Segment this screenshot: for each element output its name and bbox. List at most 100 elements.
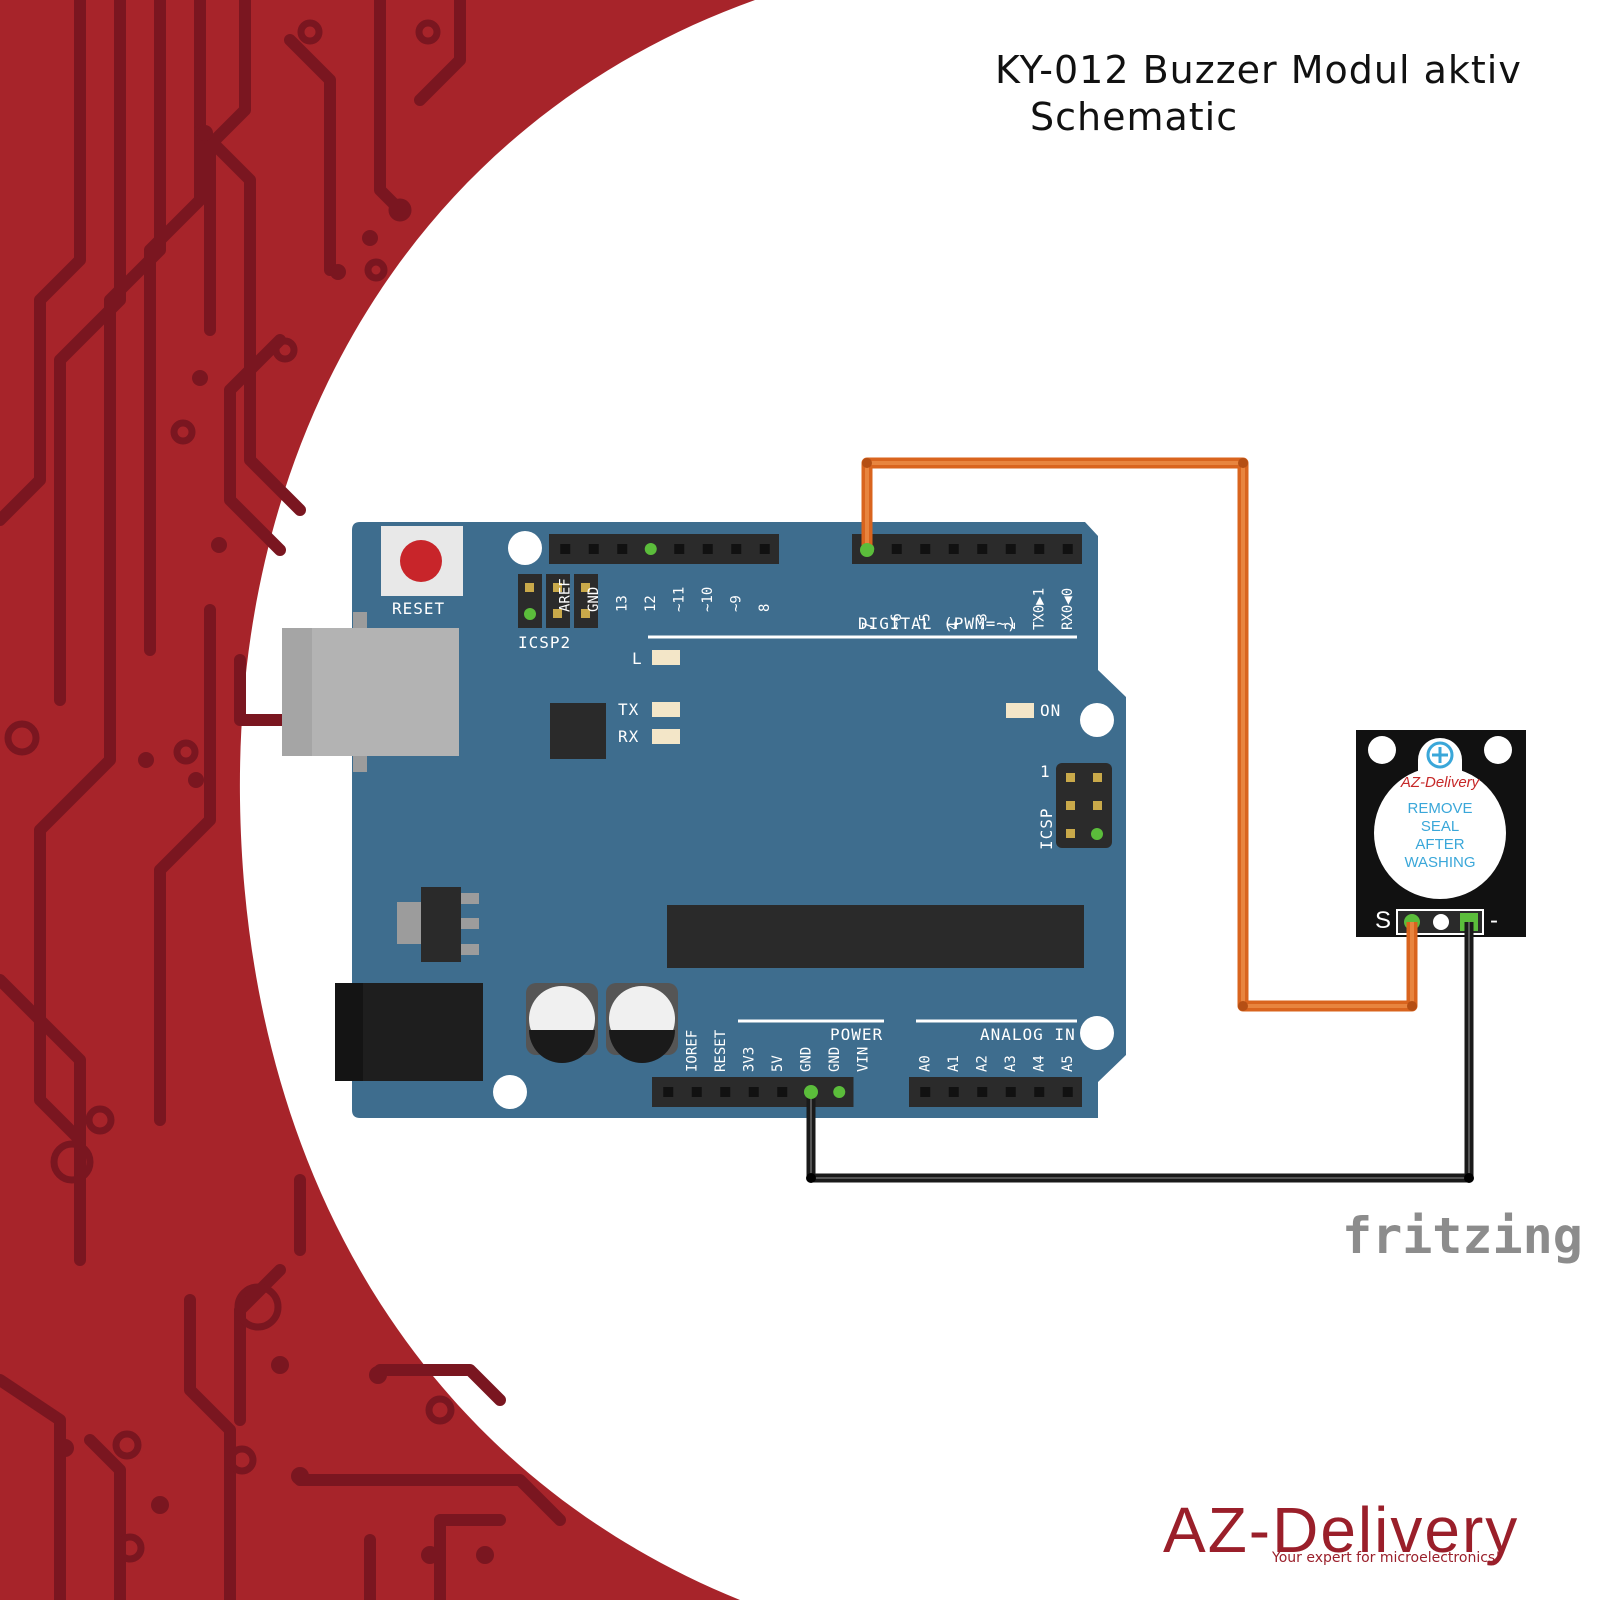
pin-label: 13 <box>614 595 630 612</box>
diagram-subtitle: Schematic <box>1030 95 1239 139</box>
buzzer-body <box>1374 767 1506 899</box>
header-pin[interactable] <box>1005 1087 1016 1097</box>
analog-label: ANALOG IN <box>980 1025 1076 1044</box>
az-delivery-logo: AZ-Delivery <box>1163 1494 1519 1566</box>
wire-bend <box>1238 1001 1248 1011</box>
header-pin[interactable] <box>1034 1087 1045 1097</box>
pin-label: A3 <box>1003 1055 1019 1072</box>
header-pin[interactable] <box>1034 544 1045 554</box>
microcontroller-chip <box>667 905 1084 968</box>
fritzing-logo: fritzing <box>1342 1207 1583 1265</box>
header-pin[interactable] <box>748 1087 759 1097</box>
header-pin[interactable] <box>920 544 931 554</box>
seal-line: WASHING <box>1404 854 1475 871</box>
header-pin[interactable] <box>977 544 988 554</box>
circuit-pad-decoration <box>4 19 455 1563</box>
module-pin-vcc[interactable] <box>1433 914 1449 930</box>
digital-header-left <box>549 534 779 564</box>
header-pin[interactable] <box>920 1087 931 1097</box>
header-pin[interactable] <box>691 1087 702 1097</box>
pin-label: 2 <box>1003 622 1019 630</box>
mounting-hole <box>1080 703 1114 737</box>
regulator-tab <box>397 902 421 944</box>
header-pin[interactable] <box>617 544 628 554</box>
header-pin[interactable] <box>674 544 685 554</box>
brand-tagline: Your expert for microelectronics! <box>1271 1550 1501 1566</box>
pin-label: ~10 <box>700 587 716 612</box>
header-body <box>909 1077 1082 1107</box>
header-pin[interactable] <box>777 1087 788 1097</box>
pin-label: 5V <box>770 1055 786 1072</box>
icsp2-header <box>518 574 598 628</box>
header-pin[interactable] <box>644 543 657 555</box>
icsp2-label: ICSP2 <box>518 633 571 652</box>
mounting-hole <box>508 531 542 565</box>
pin-label: ~3 <box>974 613 990 630</box>
red-background <box>0 0 755 1600</box>
icsp-header <box>1056 763 1112 848</box>
wire-bend <box>1464 1173 1474 1183</box>
ground-wire-highlight <box>810 922 1470 1179</box>
pin-label: 7 <box>860 622 876 630</box>
header-pin[interactable] <box>948 544 959 554</box>
icsp-pin1-label: 1 <box>1040 762 1051 781</box>
pin-label: 4 <box>946 622 962 630</box>
header-pin[interactable] <box>1062 544 1073 554</box>
module-mounting-hole <box>1484 736 1512 764</box>
header-pin[interactable] <box>588 544 599 554</box>
digital-label: DIGITAL (PWM=~) <box>858 614 1018 633</box>
header-pin[interactable] <box>759 544 770 554</box>
seal-line: REMOVE <box>1407 800 1472 817</box>
mounting-hole <box>1080 1016 1114 1050</box>
led-on <box>1006 703 1034 718</box>
usb-interface-chip <box>550 703 606 759</box>
header-pin[interactable] <box>1062 1087 1073 1097</box>
capacitor <box>526 983 598 1063</box>
header-pin[interactable] <box>702 544 713 554</box>
pin-label: ~6 <box>889 613 905 630</box>
pin-label: A2 <box>974 1055 990 1072</box>
header-pin[interactable] <box>948 1087 959 1097</box>
power-label: POWER <box>830 1025 883 1044</box>
pin-label: GND <box>827 1047 843 1072</box>
plus-icon <box>1426 741 1454 769</box>
header-body <box>549 534 779 564</box>
power-header <box>652 1077 854 1107</box>
header-pin[interactable] <box>891 544 902 554</box>
reset-button-cap[interactable] <box>400 540 442 582</box>
icsp-label: ICSP <box>1037 807 1056 850</box>
pin-label: 12 <box>643 595 659 612</box>
pin-label: RX0◀0 <box>1060 588 1076 630</box>
header-pin[interactable] <box>731 544 742 554</box>
regulator-pin <box>461 918 479 929</box>
voltage-regulator <box>421 887 461 962</box>
pin-label: GND <box>798 1047 814 1072</box>
diagram-title: KY-012 Buzzer Modul aktiv <box>995 48 1522 92</box>
header-pin[interactable] <box>560 544 571 554</box>
led-tx <box>652 702 680 717</box>
pin-label: ~9 <box>728 595 744 612</box>
header-pin[interactable] <box>833 1086 846 1098</box>
pin-label: A4 <box>1031 1055 1047 1072</box>
pin-label: A0 <box>917 1055 933 1072</box>
mounting-hole <box>493 1075 527 1109</box>
pin-label: ~11 <box>671 587 687 612</box>
header-pin[interactable] <box>1005 544 1016 554</box>
dc-power-jack-front <box>335 983 363 1081</box>
header-pin[interactable] <box>720 1087 731 1097</box>
module-mounting-hole <box>1368 736 1396 764</box>
header-pin[interactable] <box>663 1087 674 1097</box>
regulator-pin <box>461 893 479 904</box>
led-rx <box>652 729 680 744</box>
digital-header-right <box>852 534 1082 564</box>
pin-label: GND <box>586 587 602 612</box>
header-pin[interactable] <box>977 1087 988 1097</box>
seal-line: AFTER <box>1415 836 1464 853</box>
